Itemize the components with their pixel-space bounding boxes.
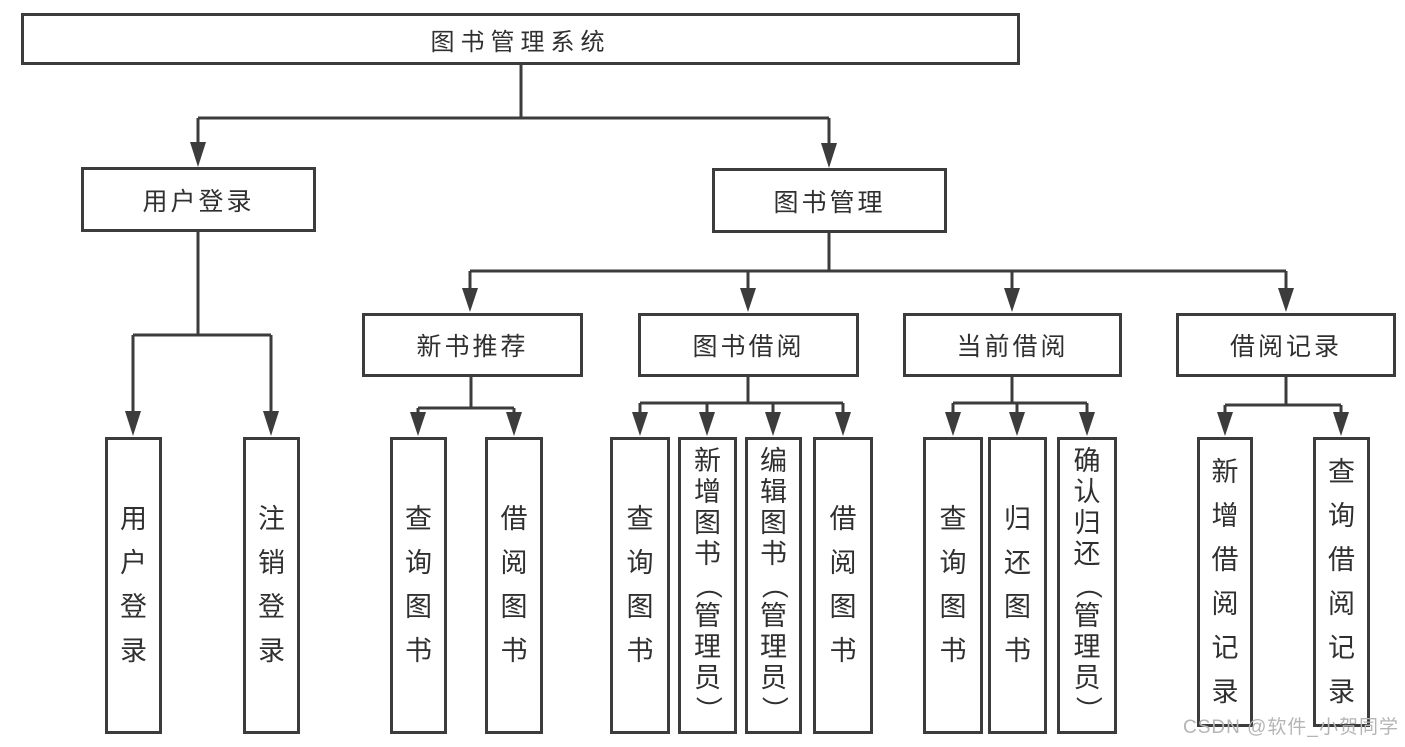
leaf-user-login: 用户登录 [105, 437, 162, 734]
leaf-confirm-return-admin: 确认归还（管理员） [1057, 437, 1117, 734]
leaf-user-login-label: 用户登录 [120, 504, 147, 666]
leaf-logout-label: 注销登录 [258, 504, 285, 666]
leaf-confirm-return-admin-label: 确认归还（管理员） [1072, 446, 1103, 724]
leaf-borrow-books-borrowing-label: 借阅图书 [829, 504, 857, 666]
leaf-add-books-admin: 新增图书（管理员） [678, 437, 737, 734]
node-book-borrowing-label: 图书借阅 [692, 333, 805, 361]
leaf-add-borrow-record-label: 新增借阅记录 [1211, 456, 1239, 707]
leaf-borrow-books-borrowing: 借阅图书 [813, 437, 873, 734]
leaf-logout: 注销登录 [243, 437, 300, 734]
leaf-return-books-label: 归还图书 [1004, 504, 1031, 666]
node-current-borrowing: 当前借阅 [903, 313, 1122, 377]
leaf-query-books-recommend: 查询图书 [390, 437, 447, 734]
connector-book-management-to-level3 [462, 233, 1294, 312]
leaf-query-books-current: 查询图书 [923, 437, 983, 734]
leaf-edit-books-admin: 编辑图书（管理员） [745, 437, 802, 734]
node-new-book-recommend-label: 新书推荐 [416, 333, 529, 361]
leaf-query-books-borrowing: 查询图书 [610, 437, 670, 734]
leaf-query-books-borrowing-label: 查询图书 [626, 504, 654, 666]
node-borrow-records-label: 借阅记录 [1229, 333, 1342, 361]
node-new-book-recommend: 新书推荐 [362, 313, 583, 377]
node-book-management: 图书管理 [712, 168, 947, 233]
connector-borrow-records-to-leaves [1217, 377, 1349, 436]
node-borrow-records: 借阅记录 [1176, 313, 1396, 377]
node-user-login: 用户登录 [81, 167, 316, 232]
node-root: 图书管理系统 [21, 13, 1020, 65]
leaf-query-borrow-record-label: 查询借阅记录 [1328, 456, 1355, 707]
leaf-query-books-recommend-label: 查询图书 [405, 504, 432, 666]
connector-book-borrowing-to-leaves [632, 377, 851, 436]
leaf-borrow-books-recommend-label: 借阅图书 [500, 504, 528, 666]
leaf-borrow-books-recommend: 借阅图书 [485, 437, 543, 734]
connector-current-borrowing-to-leaves [945, 377, 1095, 436]
connector-user-login-to-leaves [125, 232, 279, 436]
leaf-add-borrow-record: 新增借阅记录 [1197, 437, 1253, 727]
leaf-edit-books-admin-label: 编辑图书（管理员） [759, 446, 789, 724]
connector-new-book-recommend-to-leaves [410, 377, 522, 436]
node-book-management-label: 图书管理 [773, 188, 886, 217]
node-book-borrowing: 图书借阅 [638, 313, 859, 377]
watermark: CSDN @软件_小贺同学 [1183, 717, 1399, 738]
node-root-label: 图书管理系统 [430, 28, 611, 56]
leaf-add-books-admin-label: 新增图书（管理员） [693, 446, 723, 724]
leaf-query-books-current-label: 查询图书 [939, 504, 967, 666]
connector-root-to-level2 [190, 65, 837, 168]
leaf-return-books: 归还图书 [988, 437, 1047, 734]
node-current-borrowing-label: 当前借阅 [956, 333, 1069, 361]
leaf-query-borrow-record: 查询借阅记录 [1313, 437, 1370, 727]
node-user-login-label: 用户登录 [142, 187, 255, 216]
